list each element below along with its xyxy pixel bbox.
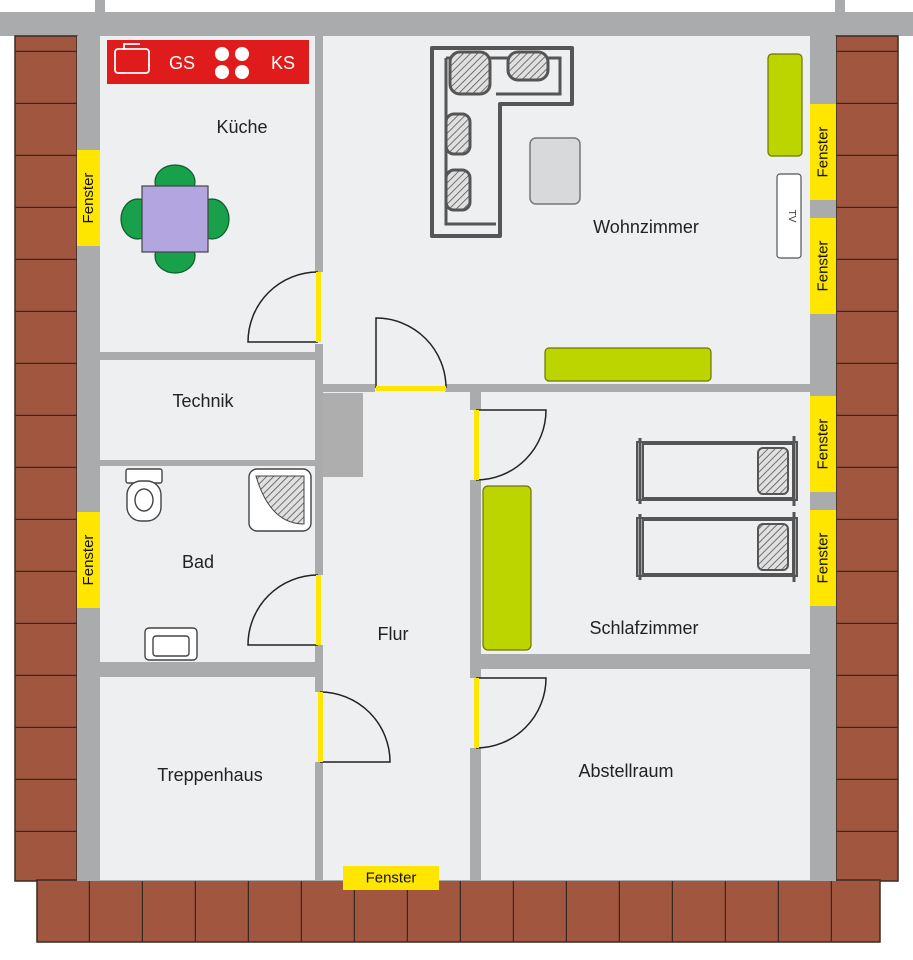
dining-table [120, 164, 230, 274]
window-bad: Fenster [77, 512, 100, 608]
room-label-treppenhaus: Treppenhaus [157, 765, 262, 785]
room-label-bad: Bad [182, 552, 214, 572]
window-wohnzimmer-1: Fenster [810, 104, 836, 200]
sink-icon [114, 43, 150, 74]
window-schlafzimmer-2: Fenster [810, 510, 836, 606]
window-label-kueche: Fenster [80, 173, 97, 224]
window-label-wohnzimmer-1: Fenster [815, 127, 832, 178]
gs-appliance [157, 40, 207, 84]
gs-label: GS [169, 53, 195, 73]
window-schlafzimmer-1: Fenster [810, 396, 836, 492]
roof-edge [0, 0, 913, 36]
room-label-flur: Flur [378, 624, 409, 644]
window-label-flur: Fenster [366, 870, 417, 887]
tv-label: TV [786, 210, 797, 223]
room-label-kueche: Küche [216, 117, 267, 137]
window-label-wohnzimmer-2: Fenster [815, 241, 832, 292]
window-kueche: Fenster [77, 150, 100, 246]
wardrobe [482, 485, 532, 651]
appliance-row: GS KS [107, 40, 309, 84]
sideboard [767, 53, 803, 157]
tv-unit: TV [776, 173, 802, 259]
room-labels: Küche Wohnzimmer Technik Bad Flur Schlaf… [157, 117, 699, 785]
ks-appliance [257, 40, 309, 84]
brick-wall-left [14, 35, 78, 882]
stove-appliance [207, 40, 257, 84]
door-frames [316, 272, 479, 762]
brick-wall-right [835, 35, 899, 882]
window-label-bad: Fenster [80, 535, 97, 586]
windows: Fenster Fenster Fenster Fenster Fenster … [77, 104, 836, 890]
toilet [125, 468, 163, 522]
sofa [430, 46, 574, 238]
window-wohnzimmer-2: Fenster [810, 218, 836, 314]
window-label-schlafzimmer-1: Fenster [815, 419, 832, 470]
shaft-column [323, 393, 363, 477]
beds [636, 436, 798, 582]
coffee-table [529, 137, 581, 205]
window-flur: Fenster [343, 866, 439, 890]
stove-icon [215, 47, 249, 79]
room-label-wohnzimmer: Wohnzimmer [593, 217, 699, 237]
ks-label: KS [271, 53, 295, 73]
room-label-technik: Technik [172, 391, 234, 411]
shower [248, 468, 312, 532]
washbasin [144, 627, 198, 661]
window-label-schlafzimmer-2: Fenster [815, 533, 832, 584]
sideboard-low [544, 347, 712, 382]
room-label-schlafzimmer: Schlafzimmer [589, 618, 698, 638]
table-top [141, 185, 209, 253]
brick-wall-bottom [36, 879, 881, 943]
room-label-abstellraum: Abstellraum [578, 761, 673, 781]
